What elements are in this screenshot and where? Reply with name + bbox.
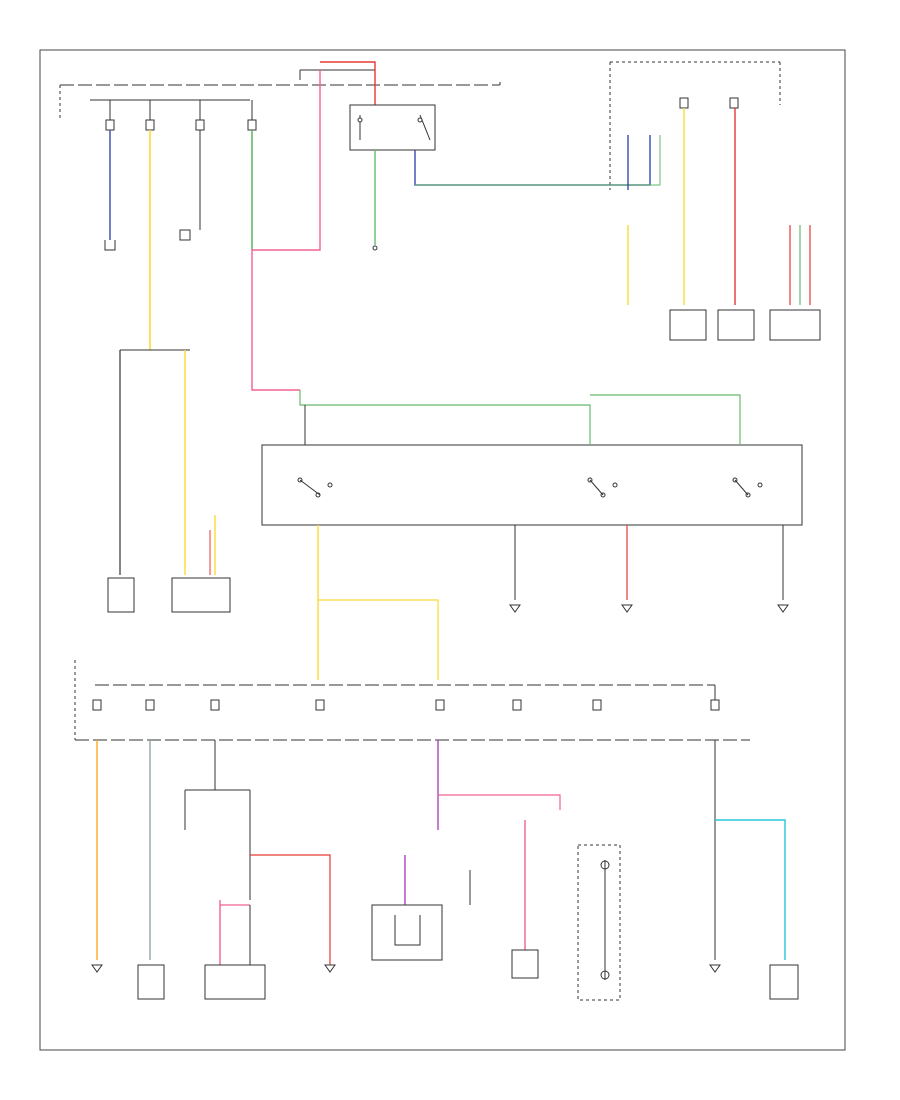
switch-1 [297,477,333,498]
fuse-2 [145,119,155,131]
top-fuse-bus [59,69,501,120]
fuse-3 [195,119,205,131]
switch-2 [587,477,618,498]
left-top-components [104,175,201,251]
relay-top [349,104,436,151]
grounds-middle [509,604,789,613]
fuse-4 [247,119,257,131]
right-module-3 [769,309,821,341]
fuse-6 [729,97,739,109]
left-lower-module [107,577,135,613]
bottom-fuse-bus [74,660,750,741]
bottom-components [91,964,799,1000]
fuse-wires-top [109,100,253,120]
right-module-1 [669,309,707,341]
mid-lower-module [171,577,231,613]
right-fuse-bus [609,61,781,190]
fuse-5 [679,97,689,109]
wire-green-feed [299,390,591,445]
fuse-1 [105,119,115,131]
switch-box [261,444,803,526]
wire-pink-top [251,70,321,391]
switch-3 [732,477,763,498]
fuses-bottom [92,699,720,711]
diagram-frame [39,49,846,1051]
wire-red-top [320,61,376,110]
relay-bottom [371,844,621,1001]
right-module-2 [717,309,755,341]
wire-green-blue-run [414,135,651,186]
